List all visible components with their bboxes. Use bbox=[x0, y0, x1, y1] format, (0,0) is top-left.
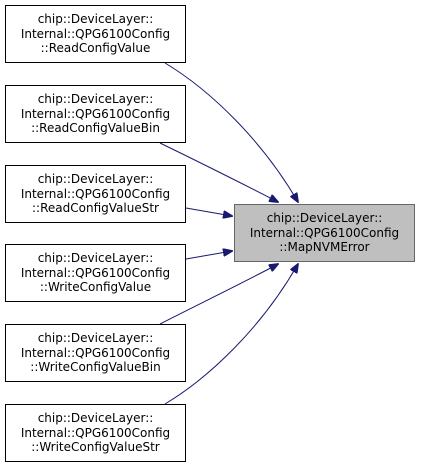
edge-read-config-value bbox=[164, 62, 298, 202]
caller-node-read-config-value[interactable]: chip::DeviceLayer:: Internal::QPG6100Con… bbox=[5, 5, 186, 63]
node-line: ::WriteConfigValueStr bbox=[31, 440, 160, 455]
node-line: chip::DeviceLayer:: bbox=[266, 211, 383, 226]
node-line: Internal::QPG6100Config bbox=[249, 225, 400, 240]
edge-write-config-value-str bbox=[164, 264, 298, 405]
node-line: ::ReadConfigValue bbox=[40, 41, 151, 56]
edge-read-config-value-bin bbox=[159, 142, 278, 202]
node-line: chip::DeviceLayer:: bbox=[37, 251, 154, 266]
edge-write-config-value bbox=[185, 251, 232, 260]
caller-node-write-config-value-str[interactable]: chip::DeviceLayer:: Internal::QPG6100Con… bbox=[5, 404, 186, 462]
edge-write-config-value-bin bbox=[159, 264, 278, 325]
node-line: Internal::QPG6100Config bbox=[20, 106, 171, 121]
node-line: ::ReadConfigValueBin bbox=[31, 121, 160, 136]
node-line: Internal::QPG6100Config bbox=[20, 345, 171, 360]
node-line: Internal::QPG6100Config bbox=[20, 186, 171, 201]
node-line: chip::DeviceLayer:: bbox=[37, 331, 154, 346]
node-line: chip::DeviceLayer:: bbox=[37, 12, 154, 27]
caller-node-read-config-value-str[interactable]: chip::DeviceLayer:: Internal::QPG6100Con… bbox=[5, 165, 186, 223]
caller-node-write-config-value-bin[interactable]: chip::DeviceLayer:: Internal::QPG6100Con… bbox=[5, 324, 186, 382]
node-line: Internal::QPG6100Config bbox=[20, 26, 171, 41]
node-line: chip::DeviceLayer:: bbox=[37, 172, 154, 187]
edge-read-config-value-str bbox=[185, 207, 232, 216]
node-line: Internal::QPG6100Config bbox=[20, 425, 171, 440]
node-line: chip::DeviceLayer:: bbox=[37, 92, 154, 107]
node-line: ::ReadConfigValueStr bbox=[32, 201, 159, 216]
node-line: chip::DeviceLayer:: bbox=[37, 411, 154, 426]
node-line: ::WriteConfigValue bbox=[39, 280, 152, 295]
caller-node-write-config-value[interactable]: chip::DeviceLayer:: Internal::QPG6100Con… bbox=[5, 244, 186, 302]
node-line: ::WriteConfigValueBin bbox=[30, 360, 161, 375]
node-line: ::MapNVMError bbox=[279, 240, 370, 255]
target-node-map-nvm-error: chip::DeviceLayer:: Internal::QPG6100Con… bbox=[234, 204, 415, 262]
node-line: Internal::QPG6100Config bbox=[20, 265, 171, 280]
caller-node-read-config-value-bin[interactable]: chip::DeviceLayer:: Internal::QPG6100Con… bbox=[5, 85, 186, 143]
